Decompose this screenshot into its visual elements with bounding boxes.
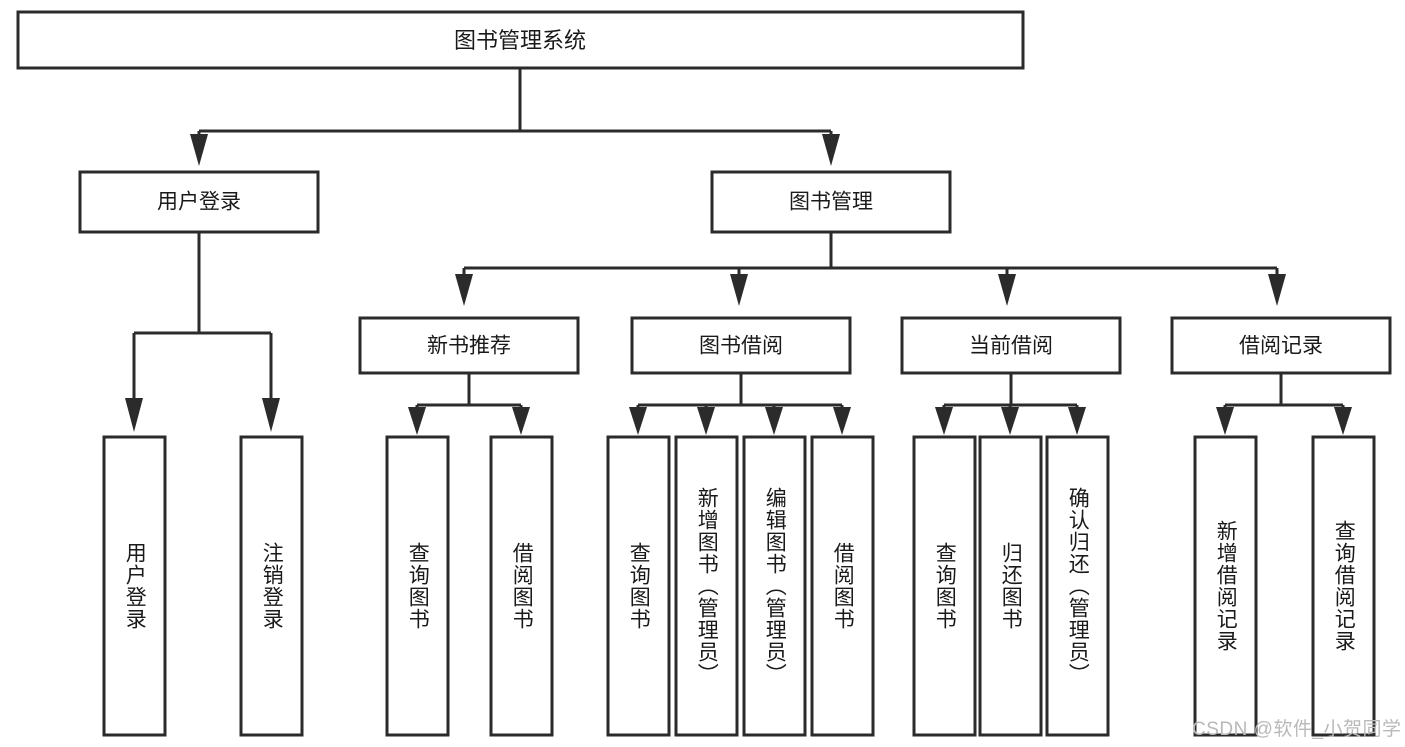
node-book-borrow[interactable]: 图书借阅: [630, 316, 852, 375]
arrow-to-book-borrow: [730, 274, 748, 306]
connector-book-manage-to-level3: [455, 232, 1286, 306]
user-login-label: 用户登录: [157, 191, 241, 214]
new-book-recommend-label: 新书推荐: [427, 335, 511, 358]
connector-root-to-level2: [190, 68, 840, 166]
arrow-to-current-borrow: [998, 274, 1016, 306]
arrow-to-leaf-add-book: [697, 407, 715, 435]
arrow-to-leaf-confirm-return: [1068, 407, 1086, 435]
node-book-manage[interactable]: 图书管理: [710, 170, 952, 234]
leaf-box-edit-book[interactable]: [742, 435, 807, 737]
leaf-box-borrow-book-2[interactable]: [810, 435, 875, 737]
arrow-to-new-book: [455, 274, 473, 306]
connector-user-login-to-leaves: [125, 232, 280, 432]
arrow-to-borrow-record: [1268, 274, 1286, 306]
root-label: 图书管理系统: [454, 28, 586, 53]
leaf-box-user-login[interactable]: [102, 435, 167, 737]
arrow-to-leaf-query-record: [1334, 407, 1352, 435]
leaf-box-add-book[interactable]: [674, 435, 739, 737]
arrow-to-leaf-return-book: [1001, 407, 1019, 435]
arrow-to-leaf-query-book-2: [629, 407, 647, 435]
book-borrow-label: 图书借阅: [699, 335, 783, 358]
current-borrow-box[interactable]: [900, 316, 1122, 375]
leaf-box-add-record[interactable]: [1193, 435, 1258, 737]
leaf-box-logout[interactable]: [239, 435, 304, 737]
node-new-book-recommend[interactable]: 新书推荐: [358, 316, 580, 375]
leaf-box-query-book-3[interactable]: [912, 435, 977, 737]
arrow-to-book-manage: [822, 134, 840, 166]
leaf-box-query-book-1[interactable]: [385, 435, 450, 737]
csdn-watermark: CSDN @软件_小贺同学: [1192, 719, 1402, 740]
node-borrow-record[interactable]: 借阅记录: [1170, 316, 1392, 375]
book-manage-label: 图书管理: [789, 191, 873, 214]
leaf-box-query-record[interactable]: [1311, 435, 1376, 737]
arrow-to-leaf-edit-book: [765, 407, 783, 435]
arrow-to-leaf-query-book-1: [408, 407, 426, 435]
root-box[interactable]: [16, 10, 1025, 70]
leaf-box-confirm-return[interactable]: [1045, 435, 1110, 737]
connector-borrow-record-to-leaves: [1216, 373, 1352, 435]
arrow-to-leaf-user-login: [125, 398, 143, 432]
borrow-record-label: 借阅记录: [1239, 335, 1323, 358]
arrow-to-leaf-borrow-book-2: [833, 407, 851, 435]
leaf-box-query-book-2[interactable]: [606, 435, 671, 737]
arrow-to-leaf-borrow-book-1: [512, 407, 530, 435]
leaf-box-borrow-book-1[interactable]: [489, 435, 554, 737]
arrow-to-leaf-add-record: [1216, 407, 1234, 435]
connector-current-borrow-to-leaves: [935, 373, 1086, 435]
current-borrow-label: 当前借阅: [969, 335, 1053, 358]
arrow-to-leaf-query-book-3: [935, 407, 953, 435]
new-book-recommend-box[interactable]: [358, 316, 580, 375]
node-current-borrow[interactable]: 当前借阅: [900, 316, 1122, 375]
user-login-box[interactable]: [78, 170, 320, 234]
node-root[interactable]: 图书管理系统: [16, 10, 1025, 70]
leaf-box-return-book[interactable]: [978, 435, 1043, 737]
arrow-to-user-login: [190, 134, 208, 166]
arrow-to-leaf-logout: [262, 398, 280, 432]
node-user-login[interactable]: 用户登录: [78, 170, 320, 234]
connector-new-book-to-leaves: [408, 373, 530, 435]
connector-book-borrow-to-leaves: [629, 373, 851, 435]
